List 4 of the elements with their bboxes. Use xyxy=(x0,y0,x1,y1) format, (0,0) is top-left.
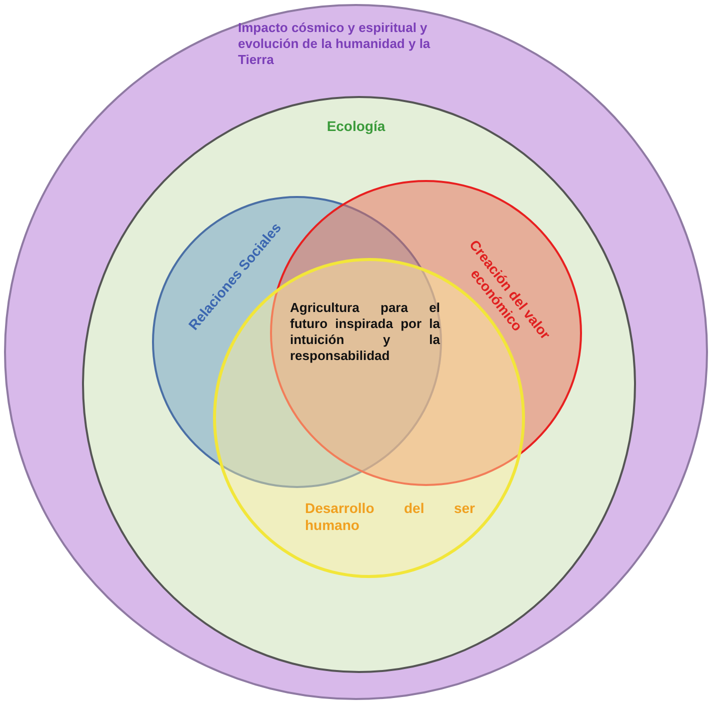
region-label: Impacto cósmico y espiritual y evolución de la humanidad y la Tierra xyxy=(238,20,432,68)
center-label: Agricultura para el futuro inspirada por la intuición y la responsabilidad xyxy=(290,300,440,364)
region-label: Desarrollo del ser humano xyxy=(305,500,475,534)
region-label: Ecología xyxy=(326,118,386,135)
